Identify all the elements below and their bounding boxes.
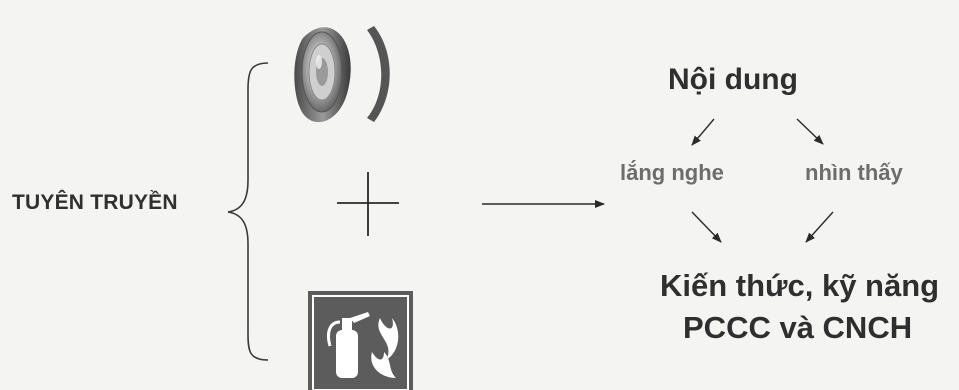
speaker-icon bbox=[294, 26, 390, 123]
see-label: nhìn thấy bbox=[805, 160, 903, 185]
fire-extinguisher-sign-icon bbox=[308, 291, 413, 390]
result-line-1: Kiến thức, kỹ năng bbox=[660, 268, 940, 303]
curly-brace bbox=[227, 62, 269, 361]
tuyen-truyen-label: TUYÊN TRUYỀN bbox=[12, 191, 178, 214]
content-title: Nội dung bbox=[668, 63, 798, 96]
plus-icon bbox=[337, 172, 399, 236]
arrow-to-listen bbox=[691, 118, 715, 146]
listen-label: lắng nghe bbox=[620, 160, 724, 185]
arrow-to-see bbox=[796, 118, 824, 145]
arrow-listen-to-result bbox=[691, 211, 722, 243]
result-line-2: PCCC và CNCH bbox=[683, 310, 913, 345]
arrow-see-to-result bbox=[805, 211, 834, 243]
